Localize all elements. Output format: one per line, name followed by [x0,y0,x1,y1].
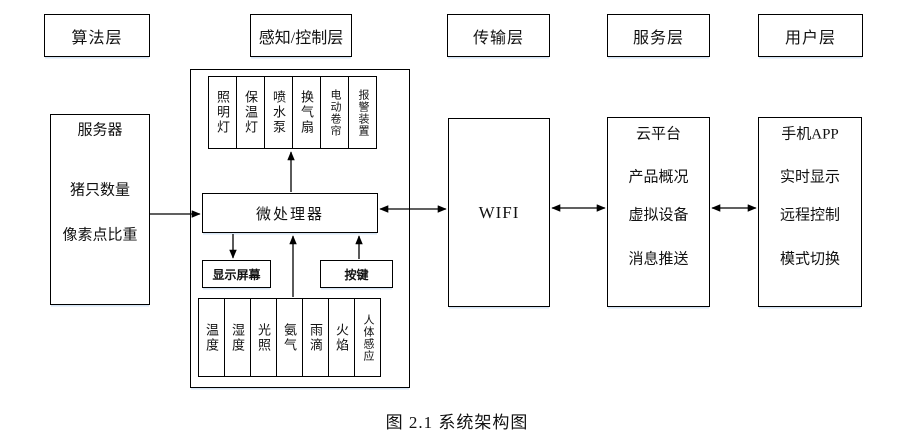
cloud-box-line: 产品概况 [628,169,689,186]
microprocessor-label: 微处理器 [255,206,324,223]
actuator-cell: 电动卷帘 [321,77,349,148]
sensor-label: 雨滴 [308,322,323,353]
header-perception-control-layer: 感知/控制层 [250,14,352,57]
figure-caption: 图 2.1 系统架构图 [385,413,529,432]
actuator-label: 电动卷帘 [329,88,341,137]
actuator-cell: 喷水泵 [265,77,293,148]
cloud-box-line: 云平台 [635,126,681,143]
sensor-label: 湿度 [230,322,245,353]
sensor-cell: 人体感应 [355,299,380,376]
app-box-line: 模式切换 [779,251,840,268]
server-box-line: 猪只数量 [69,182,130,199]
actuator-label: 报警装置 [357,88,369,137]
header-algorithm-layer-label: 算法层 [71,29,123,47]
sensor-label: 人体感应 [362,313,374,362]
header-service-layer: 服务层 [607,14,710,57]
header-user-layer-label: 用户层 [784,29,836,47]
sensor-cell: 湿度 [225,299,251,376]
sensor-label: 温度 [204,322,219,353]
display-screen-label: 显示屏幕 [212,267,261,282]
header-transport-layer: 传输层 [447,14,550,57]
header-algorithm-layer: 算法层 [44,14,150,57]
cloud-platform-box: 云平台 产品概况 虚拟设备 消息推送 [607,117,710,307]
cloud-box-line: 虚拟设备 [628,207,689,224]
app-box-line: 远程控制 [779,207,840,224]
header-service-layer-label: 服务层 [632,29,684,47]
app-box-line: 手机APP [781,126,839,143]
wifi-label: WIFI [478,202,520,222]
actuator-row: 照明灯 保温灯 喷水泵 换气扇 电动卷帘 报警装置 [208,76,377,149]
header-perception-control-layer-label: 感知/控制层 [258,29,344,47]
server-box-line: 像素点比重 [62,227,138,244]
actuator-label: 换气扇 [299,90,314,135]
wifi-box: WIFI [448,118,550,307]
sensor-label: 光照 [256,322,271,353]
sensor-cell: 雨滴 [303,299,329,376]
mobile-app-box: 手机APP 实时显示 远程控制 模式切换 [758,117,862,307]
header-transport-layer-label: 传输层 [472,29,524,47]
server-box-line: 服务器 [77,122,123,139]
actuator-cell: 报警装置 [349,77,376,148]
actuator-cell: 保温灯 [237,77,265,148]
keypad-label: 按键 [344,267,369,282]
actuator-label: 照明灯 [215,90,230,135]
sensor-label: 火焰 [334,322,349,353]
cloud-box-line: 消息推送 [628,251,689,268]
sensor-cell: 火焰 [329,299,355,376]
actuator-cell: 照明灯 [209,77,237,148]
app-box-line: 实时显示 [779,169,840,186]
actuator-label: 保温灯 [243,90,258,135]
sensor-cell: 氨气 [277,299,303,376]
keypad-box: 按键 [320,260,393,288]
header-user-layer: 用户层 [758,14,863,57]
display-screen-box: 显示屏幕 [202,260,271,288]
sensor-cell: 温度 [199,299,225,376]
actuator-cell: 换气扇 [293,77,321,148]
microprocessor-box: 微处理器 [202,193,378,233]
actuator-label: 喷水泵 [271,90,286,135]
sensor-cell: 光照 [251,299,277,376]
sensor-label: 氨气 [282,322,297,353]
sensor-row: 温度 湿度 光照 氨气 雨滴 火焰 人体感应 [198,298,381,377]
server-box: 服务器 猪只数量 像素点比重 [50,114,150,305]
